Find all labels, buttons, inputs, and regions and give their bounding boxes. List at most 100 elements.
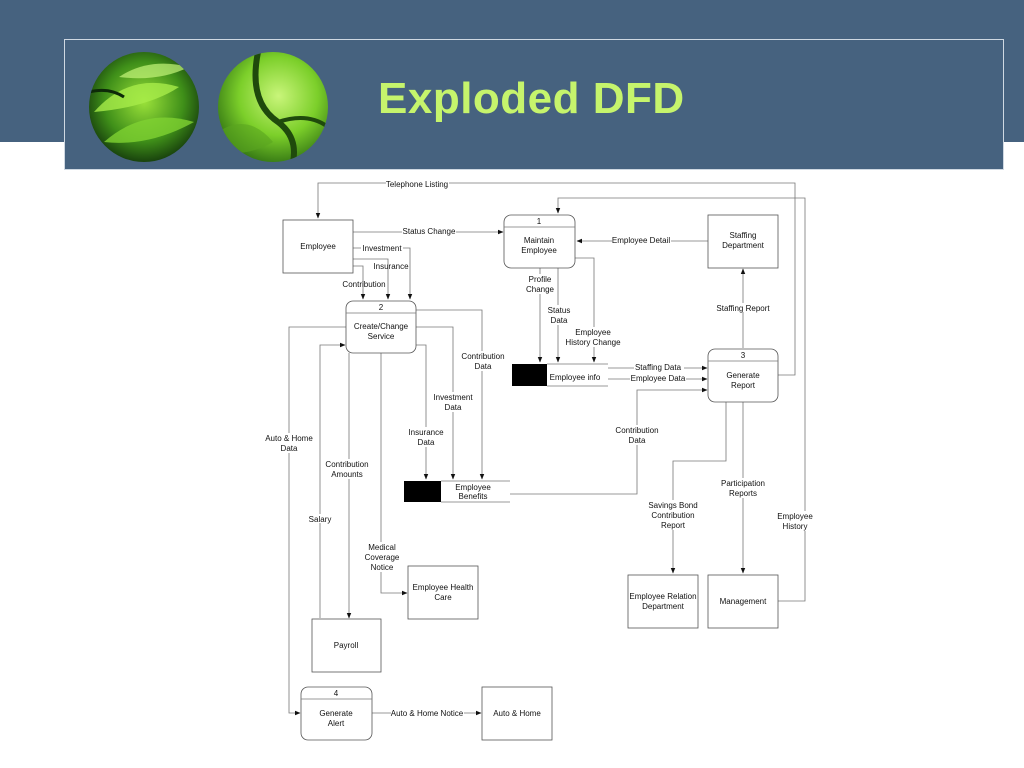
leaf-photo-right [218, 52, 328, 162]
flow-status-data-1: Status [548, 306, 571, 315]
flow-history-change-2: History Change [565, 338, 621, 347]
process-3-number: 3 [741, 351, 746, 360]
entity-employee: Employee [282, 219, 354, 274]
flow-employee-history-2: History [783, 522, 808, 531]
entity-employee-relation-department: Employee Relation Department [627, 574, 699, 629]
entity-relation-label-1: Employee Relation [629, 592, 696, 601]
entity-relation-label-2: Department [642, 602, 685, 611]
flow-label-contribution-data-1: Contribution Data [459, 351, 507, 371]
flow-label-savings-bond-report: Savings Bond Contribution Report [646, 500, 700, 530]
flow-label-employee-history: Employee History [777, 511, 813, 531]
flow-contribution-data-2a: Contribution [615, 426, 658, 435]
flow-label-participation-reports: Participation Reports [719, 478, 767, 498]
flow-label-contribution-amounts: Contribution Amounts [324, 459, 370, 479]
flow-label-investment: Investment [361, 243, 403, 253]
flow-contribution-amounts-2: Amounts [331, 470, 363, 479]
flow-savings-3: Report [661, 521, 686, 530]
flow-employee-history-1: Employee [777, 512, 813, 521]
entity-staffing-label-2: Department [722, 241, 765, 250]
flow-label-salary: Salary [307, 514, 333, 524]
process-3-name-1: Generate [726, 371, 760, 380]
flow-telephone-listing: Telephone Listing [386, 180, 448, 189]
store-benefits-label-1: Employee [455, 483, 491, 492]
store-employee-benefits: Employee Benefits [404, 480, 510, 503]
flow-staffing-data: Staffing Data [635, 363, 682, 372]
flow-contribution: Contribution [342, 280, 385, 289]
flow-insurance: Insurance [373, 262, 409, 271]
entity-health-label-1: Employee Health [413, 583, 474, 592]
store-benefits-label-2: Benefits [459, 492, 488, 501]
entity-staffing-label-1: Staffing [730, 231, 757, 240]
flow-participation-2: Reports [729, 489, 757, 498]
flow-investment-data-2: Data [445, 403, 462, 412]
flow-contribution-data-1a: Contribution [461, 352, 504, 361]
leaf-photo-left [89, 52, 199, 162]
flow-auto-home-data-2: Data [281, 444, 298, 453]
flow-profile-change-1: Profile [529, 275, 552, 284]
flow-insurance-data-1: Insurance [408, 428, 444, 437]
entity-management-label: Management [720, 597, 767, 606]
entity-staffing-department: Staffing Department [707, 214, 779, 269]
flow-label-employee-history-change: Employee History Change [564, 327, 622, 347]
flow-medical-2: Coverage [365, 553, 400, 562]
flow-label-staffing-report: Staffing Report [715, 303, 771, 313]
entity-payroll: Payroll [311, 618, 382, 673]
flow-label-status-data: Status Data [546, 305, 572, 325]
flow-auto-home-data-1: Auto & Home [265, 434, 313, 443]
flow-label-investment-data: Investment Data [431, 392, 475, 412]
flow-staffing-report: Staffing Report [716, 304, 770, 313]
flow-investment-data-1: Investment [433, 393, 473, 402]
flow-auto-home-notice: Auto & Home Notice [391, 709, 464, 718]
store-employee-info-label: Employee info [550, 373, 601, 382]
entity-payroll-label: Payroll [334, 641, 359, 650]
flow-profile-change-2: Change [526, 285, 555, 294]
flow-label-medical-coverage-notice: Medical Coverage Notice [364, 542, 400, 572]
entity-employee-label: Employee [300, 242, 336, 251]
process-2-create-change-service: 2 Create/Change Service [345, 300, 417, 354]
flow-savings-1: Savings Bond [648, 501, 697, 510]
flow-medical-1: Medical [368, 543, 396, 552]
flow-contribution-amounts-1: Contribution [325, 460, 368, 469]
flow-contribution-data-2b: Data [629, 436, 646, 445]
flow-label-auto-home-notice: Auto & Home Notice [391, 708, 464, 718]
entity-health-label-2: Care [434, 593, 452, 602]
flow-label-telephone-listing: Telephone Listing [386, 179, 449, 189]
flow-salary: Salary [309, 515, 332, 524]
process-4-number: 4 [334, 689, 339, 698]
process-4-name-2: Alert [328, 719, 345, 728]
entity-auto-home: Auto & Home [481, 686, 553, 741]
process-1-maintain-employee: 1 Maintain Employee [503, 214, 576, 269]
flow-participation-1: Participation [721, 479, 765, 488]
process-1-name-2: Employee [521, 246, 557, 255]
flow-employee-detail: Employee Detail [612, 236, 670, 245]
flow-label-contribution-data-2: Contribution Data [614, 425, 661, 445]
flow-status-change: Status Change [403, 227, 456, 236]
flow-label-employee-data: Employee Data [630, 374, 686, 383]
process-2-number: 2 [379, 303, 384, 312]
process-3-name-2: Report [731, 381, 756, 390]
flow-contribution-data-1b: Data [475, 362, 492, 371]
flow-history-change-1: Employee [575, 328, 611, 337]
entity-employee-health-care: Employee Health Care [407, 565, 479, 620]
flow-label-insurance-data: Insurance Data [406, 427, 446, 447]
process-2-name-1: Create/Change [354, 322, 409, 331]
process-1-number: 1 [537, 217, 542, 226]
store-employee-info: Employee info [512, 363, 608, 387]
process-4-generate-alert: 4 Generate Alert [300, 686, 373, 741]
entity-auto-home-label: Auto & Home [493, 709, 541, 718]
flow-label-staffing-data: Staffing Data [634, 363, 684, 372]
flow-insurance-data-2: Data [418, 438, 435, 447]
entity-management: Management [707, 574, 779, 629]
process-2-name-2: Service [368, 332, 395, 341]
flow-status-data-2: Data [551, 316, 568, 325]
process-1-name-1: Maintain [524, 236, 554, 245]
flow-label-employee-detail: Employee Detail [612, 236, 671, 245]
slide-title: Exploded DFD [378, 74, 685, 123]
flow-medical-3: Notice [371, 563, 394, 572]
flow-label-auto-home-data: Auto & Home Data [264, 433, 314, 453]
flow-label-profile-change: Profile Change [524, 274, 556, 294]
flow-savings-2: Contribution [651, 511, 694, 520]
process-3-generate-report: 3 Generate Report [707, 348, 779, 403]
flow-label-status-change: Status Change [402, 227, 456, 236]
